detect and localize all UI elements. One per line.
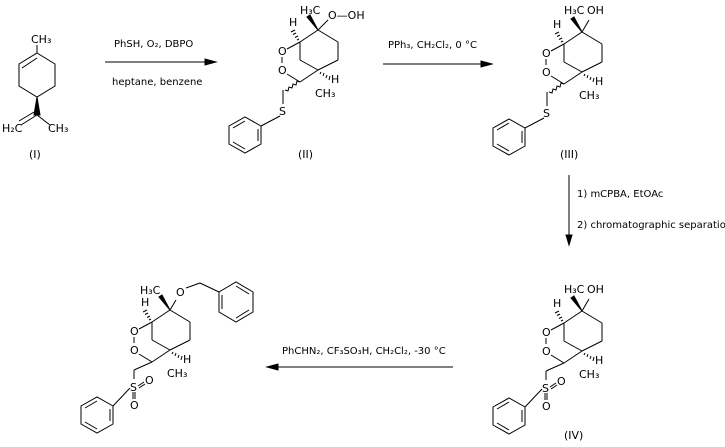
reagents-label: PhCHN₂, CF₃SO₃H, CH₂Cl₂, -30 °C: [282, 346, 446, 357]
oxygen-label: O: [278, 64, 287, 77]
sulfonyl-oxygen-label: O: [557, 375, 566, 388]
hydrogen-label: H: [595, 75, 603, 88]
ether-oxygen-label: O: [176, 286, 185, 299]
methyl-label: H₃C: [564, 283, 585, 296]
methyl-label: CH₃: [579, 89, 599, 102]
oxygen-label: O: [130, 325, 139, 338]
compound-label: (I): [29, 148, 41, 161]
hydrogen-label: H: [289, 16, 297, 29]
hydrogen-label: H: [141, 296, 149, 309]
sulfonyl-oxygen-label: O: [542, 400, 551, 413]
methyl-label: CH₃: [167, 367, 187, 380]
hydroxyl-label: OH: [587, 283, 604, 296]
workup-label: 2) chromatographic separation: [577, 220, 725, 231]
sulfur-label: S: [130, 381, 137, 394]
oxygen-label: O: [542, 66, 551, 79]
hydrogen-label: H: [553, 18, 561, 31]
oxygen-label: O: [130, 344, 139, 357]
compound-V: H₃C O H O O H CH₃ S O O: [80, 281, 254, 434]
compound-IV: H₃C OH H O O H CH₃ S O O (IV): [492, 283, 604, 442]
sulfur-label: S: [543, 107, 550, 120]
oxygen-label: O: [278, 45, 287, 58]
hydrogen-label: H: [331, 73, 339, 86]
sulfur-label: S: [542, 382, 549, 395]
methylene-label: H₂C: [2, 122, 23, 135]
reaction-arrow-step2: PPh₃, CH₂Cl₂, 0 °C: [383, 40, 494, 68]
methyl-label: CH₃: [31, 33, 51, 46]
hydrogen-label: H: [595, 354, 603, 367]
compound-label: (IV): [564, 429, 583, 442]
compound-III: H₃C OH H O O H CH₃ S (III): [492, 4, 604, 161]
hydrogen-label: H: [553, 297, 561, 310]
compound-I: CH₃ H₂C CH₃ (I): [2, 33, 68, 161]
sulfonyl-oxygen-label: O: [130, 399, 139, 412]
methyl-label: CH₃: [579, 368, 599, 381]
methyl-label: H₃C: [564, 4, 585, 17]
methyl-label: H₃C: [300, 4, 321, 17]
solvent-label: heptane, benzene: [112, 77, 202, 88]
sulfonyl-oxygen-label: O: [145, 374, 154, 387]
oxygen-label: O: [542, 47, 551, 60]
reagents-label: PPh₃, CH₂Cl₂, 0 °C: [388, 40, 477, 51]
methyl-label: CH₃: [48, 122, 68, 135]
reaction-arrow-step3: 1) mCPBA, EtOAc 2) chromatographic separ…: [565, 175, 725, 247]
methyl-label: CH₃: [315, 87, 335, 100]
reaction-arrow-step4: PhCHN₂, CF₃SO₃H, CH₂Cl₂, -30 °C: [265, 346, 453, 371]
hydroperoxy-label: O—OH: [328, 9, 365, 22]
compound-label: (II): [298, 148, 313, 161]
compound-II: H₃C O—OH H O O H CH₃ S (II): [228, 4, 365, 161]
sulfur-label: S: [279, 105, 286, 118]
methyl-label: H₃C: [140, 284, 161, 297]
compound-label: (III): [560, 148, 578, 161]
reaction-arrow-step1: PhSH, O₂, DBPO heptane, benzene: [105, 39, 218, 88]
hydrogen-label: H: [183, 353, 191, 366]
reagents-label: PhSH, O₂, DBPO: [114, 39, 193, 50]
hydroxyl-label: OH: [587, 4, 604, 17]
reagents-label: 1) mCPBA, EtOAc: [577, 189, 663, 200]
oxygen-label: O: [542, 326, 551, 339]
oxygen-label: O: [542, 345, 551, 358]
